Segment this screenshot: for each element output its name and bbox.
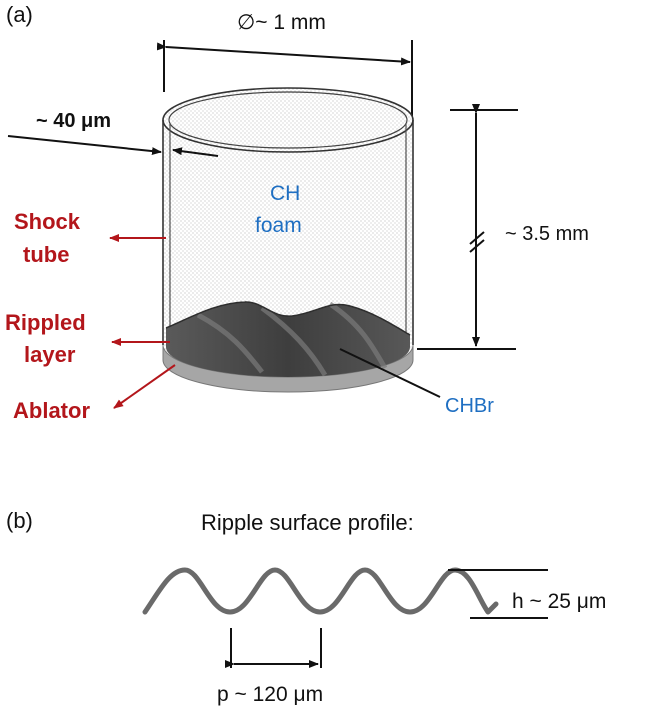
panel-a-label: (a) [6,2,33,27]
foam-label-line2: foam [255,214,302,237]
period-dimension [225,628,322,668]
wall-thickness-arrows [7,135,219,157]
wall-thickness-label: ~ 40 μm [36,110,111,132]
diameter-dimension [156,40,413,118]
height-dimension [417,104,518,350]
cylinder-top-ellipse [162,87,414,153]
diameter-label: ∅~ 1 mm [237,11,326,34]
rippled-layer [165,301,411,377]
rippled-layer-label-line1: Rippled [5,310,86,335]
ripple-profile-title: Ripple surface profile: [201,510,414,535]
chbr-label: CHBr [445,395,494,417]
amplitude-dimension [448,569,548,619]
amplitude-label: h ~ 25 μm [512,590,606,613]
period-label: p ~ 120 μm [217,683,323,706]
panel-b-label: (b) [6,508,33,533]
foam-label-line1: CH [270,182,300,205]
chbr-leader-line [339,348,441,398]
ablator-label: Ablator [13,398,90,423]
height-label: ~ 3.5 mm [505,223,589,245]
shock-tube-label-line2: tube [23,242,69,267]
ripple-wave [142,567,499,615]
rippled-layer-label-line2: layer [24,342,76,367]
shock-tube-label-line1: Shock [14,209,81,234]
ablator-arrow [113,364,176,409]
